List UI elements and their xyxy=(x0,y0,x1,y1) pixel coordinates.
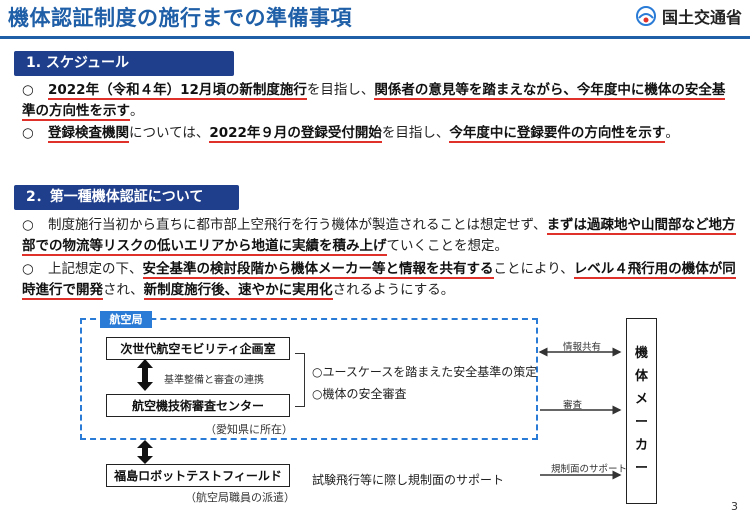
bullet: ○ xyxy=(22,217,34,233)
text: を目指し、 xyxy=(306,82,375,98)
staff-dispatch-label: （航空局職員の派遣） xyxy=(185,491,295,504)
emphasis: 2022年９月の登録受付開始 xyxy=(209,125,382,143)
safety-standard-task: ○ユースケースを踏まえた安全基準の策定 xyxy=(312,365,538,379)
maker-char: ー xyxy=(634,415,648,430)
civil-aviation-bureau-tag: 航空局 xyxy=(100,311,152,328)
text: ていくことを想定。 xyxy=(386,238,509,254)
emphasis: 安全基準の検討段階から機体メーカー等と情報を共有する xyxy=(142,261,494,279)
bullet: ○ xyxy=(22,261,34,277)
safety-review-task: ○機体の安全審査 xyxy=(312,387,407,401)
text: 上記想定の下、 xyxy=(48,261,143,277)
mlit-logo-icon xyxy=(635,6,656,26)
civil-aviation-bureau-boundary xyxy=(80,318,538,440)
text: 。 xyxy=(130,103,144,119)
text: ことにより、 xyxy=(493,261,574,277)
page-number: 3 xyxy=(731,500,738,513)
aichi-location-label: （愛知県に所在） xyxy=(205,423,293,436)
title-divider xyxy=(0,36,750,39)
certification-paragraph-1: ○ 制度施行当初から直ちに都市部上空飛行を行う機体が製造されることは想定せず、まず… xyxy=(22,215,742,257)
maker-char: カ xyxy=(634,438,648,453)
emphasis: 登録検査機関 xyxy=(48,125,129,143)
maker-char: ー xyxy=(634,461,648,476)
certification-paragraph-2: ○ 上記想定の下、安全基準の検討段階から機体メーカー等と情報を共有することにより、… xyxy=(22,259,742,301)
emphasis: レベル４飛行用の機体が同時進行で開発 xyxy=(22,261,736,300)
next-gen-mobility-office-box: 次世代航空モビリティ企画室 xyxy=(106,337,290,360)
bullet: ○ xyxy=(22,125,34,141)
page-title: 機体認証制度の施行までの準備事項 xyxy=(8,6,352,30)
emphasis: 2022年（令和４年）12月頃の新制度施行 xyxy=(48,82,307,100)
fukushima-robot-test-field-box: 福島ロボットテストフィールド xyxy=(106,464,290,487)
maker-char: 機 xyxy=(634,346,648,361)
review-label: 審査 xyxy=(563,400,583,411)
section-heading-type1-certification: 2．第一種機体認証について xyxy=(14,185,239,210)
schedule-paragraph-2: ○ 登録検査機関については、2022年９月の登録受付開始を目指し、今年度中に登録要… xyxy=(22,123,737,144)
regulatory-support-label: 規制面のサポート xyxy=(551,464,628,475)
up-down-arrow-2 xyxy=(137,440,153,464)
text: 。 xyxy=(665,125,679,141)
text: を目指し、 xyxy=(381,125,450,141)
text: 制度施行当初から直ちに都市部上空飛行を行う機体が製造されることは想定せず、 xyxy=(48,217,547,233)
coordination-label: 基準整備と審査の連携 xyxy=(164,375,264,386)
maker-char: メ xyxy=(634,392,648,407)
ministry-logo: 国土交通省 xyxy=(635,4,742,28)
maker-char: 体 xyxy=(634,369,648,384)
text: されるようにする。 xyxy=(332,282,455,298)
section-heading-schedule: 1. スケジュール xyxy=(14,51,234,76)
info-sharing-label: 情報共有 xyxy=(563,342,602,353)
bullet: ○ xyxy=(22,82,34,98)
aircraft-technical-review-center-box: 航空機技術審査センター xyxy=(106,394,290,417)
emphasis: 今年度中に登録要件の方向性を示す xyxy=(449,125,666,143)
text: され、 xyxy=(103,282,144,298)
ministry-name: 国土交通省 xyxy=(661,8,742,27)
emphasis: 関係者の意見等を踏まえながら、今年度中に機体の安全基準の方向性を示す xyxy=(22,82,726,121)
aircraft-maker-box: 機 体 メ ー カ ー xyxy=(626,318,657,504)
text: については、 xyxy=(129,125,210,141)
regulatory-support-task: 試験飛行等に際し規制面のサポート xyxy=(312,473,505,487)
schedule-paragraph-1: ○ 2022年（令和４年）12月頃の新制度施行を目指し、関係者の意見等を踏まえなが… xyxy=(22,80,737,122)
emphasis: 新制度施行後、速やかに実用化 xyxy=(143,282,333,300)
emphasis: まずは過疎地や山間部など地方部での物流等リスクの低いエリアから地道に実績を積み上… xyxy=(22,217,736,256)
bracket xyxy=(295,353,305,407)
